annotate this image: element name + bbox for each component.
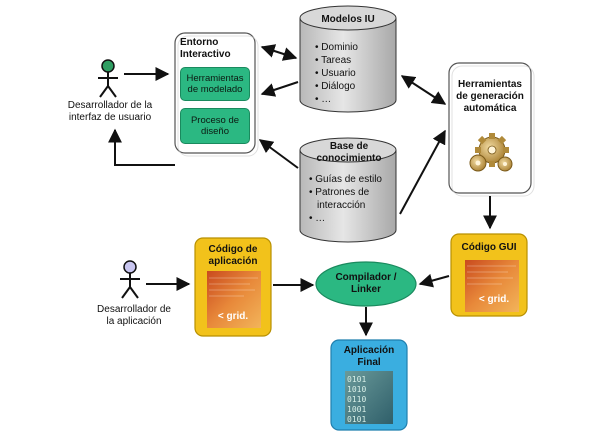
knowledge-base-list: Guías de estilo Patrones de interacción …	[309, 173, 395, 225]
knowledge-base-item: Guías de estilo	[309, 173, 395, 186]
ui-models-item: Diálogo	[315, 80, 395, 93]
final-app-title: Aplicación Final	[343, 345, 395, 368]
gui-code-card	[450, 233, 528, 317]
arrows	[108, 44, 497, 337]
ui-models-item: Dominio	[315, 41, 395, 54]
app-code-title: Código de aplicación	[208, 244, 258, 267]
arrow-models-to-env	[260, 81, 299, 97]
knowledge-base-item: …	[309, 212, 395, 225]
app-developer-label: Desarrollador de la aplicación	[97, 304, 171, 327]
app-developer-figure	[120, 260, 140, 299]
arrow-models-gen	[400, 75, 447, 105]
knowledge-base-item: Patrones de interacción	[309, 186, 395, 212]
arrow-env-to-dev	[108, 128, 175, 166]
design-process-box: Proceso de diseño	[180, 108, 250, 144]
ui-models-item: …	[315, 93, 395, 106]
svg-text:0110: 0110	[347, 395, 366, 404]
arrow-env-models	[260, 44, 298, 61]
compiler-ellipse	[315, 261, 417, 307]
ui-models-item: Usuario	[315, 67, 395, 80]
compiler-title: Compilador / Linker	[335, 272, 397, 295]
svg-text:1010: 1010	[347, 385, 366, 394]
svg-text:0101: 0101	[347, 415, 366, 424]
arrow-gui-to-compiler	[418, 273, 450, 288]
ui-developer-figure	[98, 59, 118, 98]
arrow-kb-to-gen	[399, 129, 446, 215]
gui-code-title: Código GUI	[461, 242, 517, 253]
ui-models-list: Dominio Tareas Usuario Diálogo …	[315, 41, 395, 106]
gui-code-thumb-text: < grid.	[478, 294, 510, 305]
ui-models-title: Modelos IU	[321, 14, 375, 25]
generation-tools-title: Herramientas de generación automática	[456, 79, 524, 114]
arrow-kb-to-env	[258, 139, 299, 169]
ui-developer-label: Desarrollador de la interfaz de usuario	[67, 100, 153, 123]
modeling-tools-box: Herramientas de modelado	[180, 67, 250, 101]
app-code-thumb-text: < grid.	[217, 311, 249, 322]
svg-text:0101: 0101	[347, 375, 366, 384]
knowledge-base-title: Base de conocimiento	[316, 141, 382, 164]
svg-text:1001: 1001	[347, 405, 366, 414]
interactive-env-title: Entorno Interactivo	[180, 37, 231, 60]
app-code-card	[194, 237, 272, 337]
ui-models-item: Tareas	[315, 54, 395, 67]
